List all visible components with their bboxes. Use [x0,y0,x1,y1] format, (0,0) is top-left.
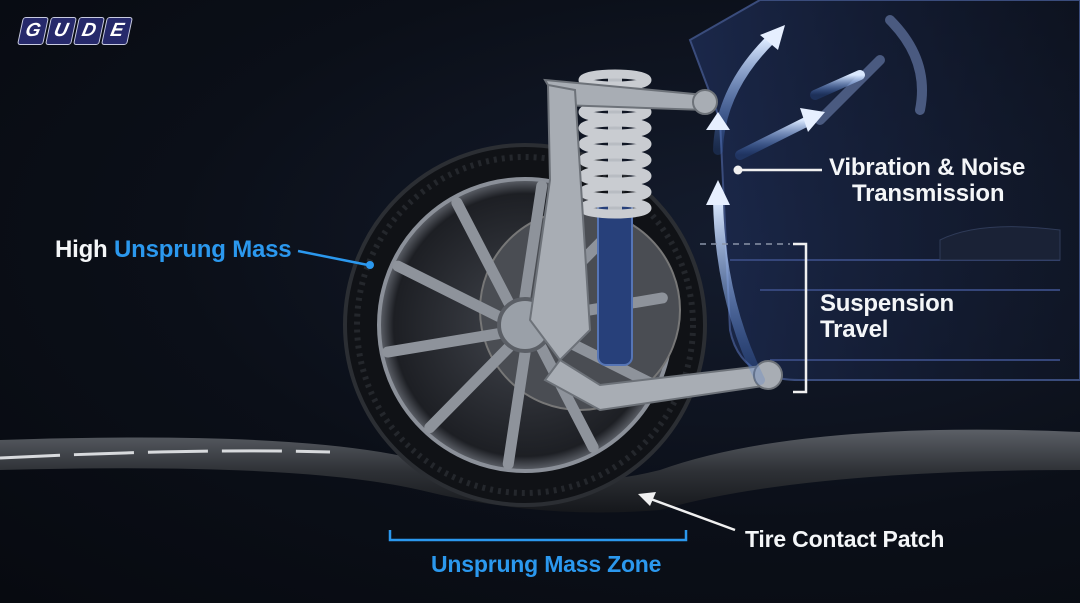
wheel-spoke [519,180,548,303]
label-prefix: High [55,236,108,263]
suspension-travel-bracket [793,242,808,394]
suspension-label-line1: Suspension [820,290,955,317]
wheel-spoke [392,260,504,322]
high-unsprung-mass-label: High Unsprung Mass [55,236,292,263]
road [0,429,1080,513]
wheel-spoke [502,347,531,470]
wheel [343,143,707,507]
annotation-lines [297,165,822,542]
vibration-arrows [713,35,865,385]
unsprung-zone-bracket [388,530,688,542]
vibration-label-line1: Vibration & Noise [829,154,1026,181]
wheel-spoke [424,342,515,434]
wheel-spoke [382,328,504,358]
suspension-label-line2: Travel [820,316,889,343]
logo-letter: U [45,17,77,45]
tire-contact-patch-label: Tire Contact Patch [745,526,945,552]
arrow-heads [706,25,825,205]
control-arms [528,78,783,412]
wheel-spoke [535,342,599,453]
unsprung-mass-zone-label: Unsprung Mass Zone [431,551,662,577]
vibration-label-line2: Transmission [852,180,1005,207]
label-highlight: Unsprung Mass [114,236,292,263]
gude-logo: G U D E [17,17,133,45]
wheel-spoke [451,197,515,308]
logo-letter: G [17,17,49,45]
logo-letter: D [73,17,105,45]
